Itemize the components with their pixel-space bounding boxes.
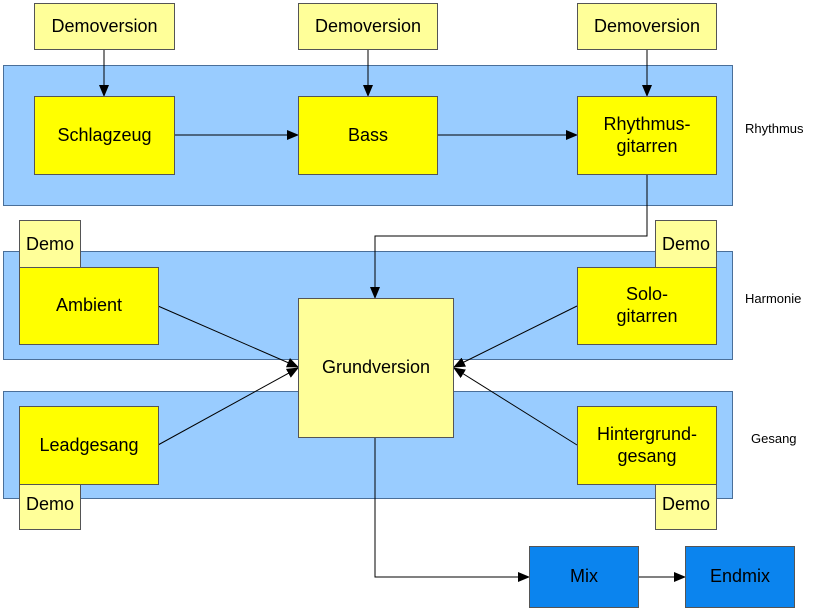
demo-version-bass: Demoversion [298,3,438,50]
node-final-mix: Endmix [685,546,795,608]
node-drums: Schlagzeug [34,96,175,175]
node-mix: Mix [529,546,639,608]
demo-backing: Demo [655,484,717,530]
demo-version-rhythm: Demoversion [577,3,717,50]
node-base-version: Grundversion [298,298,454,438]
band-label-harmony: Harmonie [745,291,802,306]
node-solo-guitars: Solo- gitarren [577,267,717,345]
demo-version-drums: Demoversion [34,3,175,50]
node-backing-vocals: Hintergrund- gesang [577,406,717,485]
arrow-solo-base [453,305,578,368]
node-ambient: Ambient [19,267,159,345]
demo-ambient: Demo [19,220,81,268]
arrow-backing-base [453,367,578,446]
arrow-lead-base [157,367,299,446]
node-bass: Bass [298,96,438,175]
band-label-vocals: Gesang [751,431,797,446]
arrow-ambient-base [157,305,299,368]
demo-lead: Demo [19,484,81,530]
band-label-rhythm: Rhythmus [745,121,804,136]
arrow-base-mix [374,438,530,582]
demo-solo: Demo [655,220,717,268]
arrow-rhythm-base [370,175,648,299]
node-rhythm-guitars: Rhythmus- gitarren [577,96,717,175]
node-lead-vocals: Leadgesang [19,406,159,485]
